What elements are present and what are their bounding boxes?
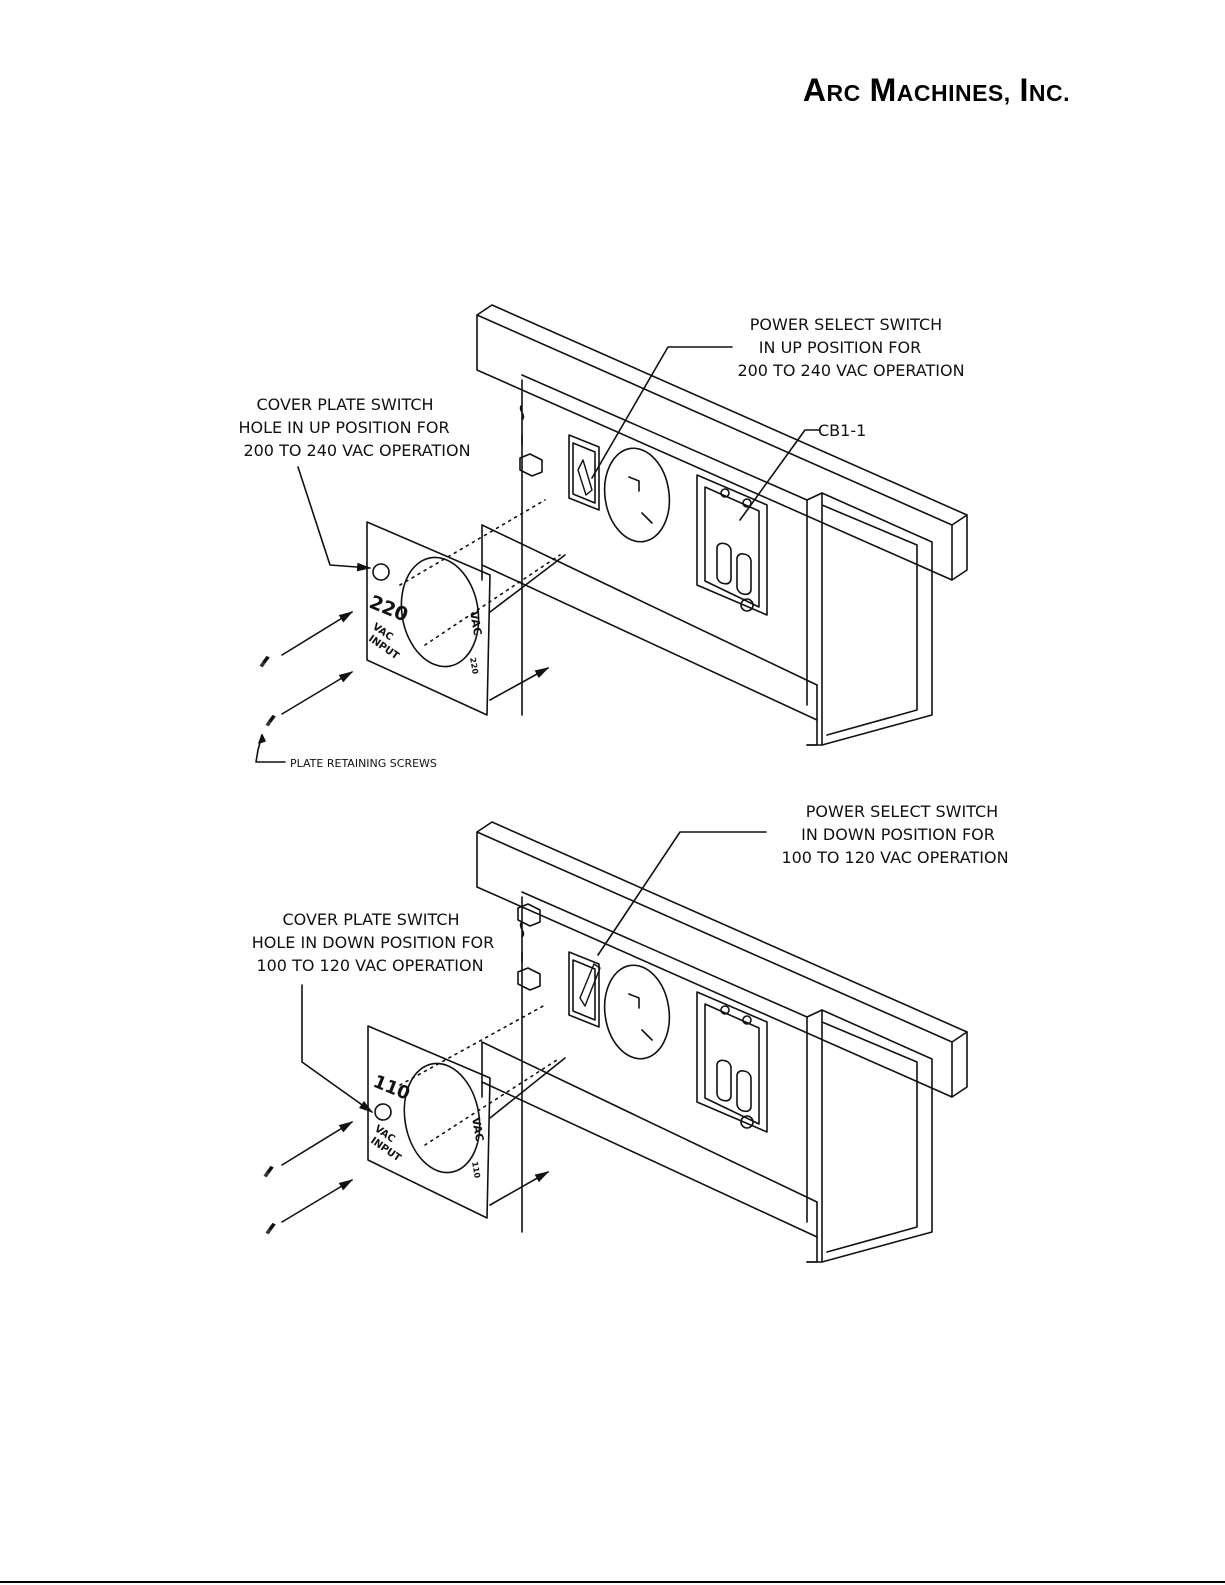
company-name: ARC MACHINES, INC. xyxy=(802,72,1070,108)
top-switch-label-1: POWER SELECT SWITCH xyxy=(750,315,942,334)
switch-leader-line-bottom xyxy=(597,831,767,956)
switch-lever-up xyxy=(577,459,593,496)
plate-switch-hole-down xyxy=(374,1103,392,1121)
screw-icon xyxy=(262,1221,280,1237)
bottom-switch-label-3: 100 TO 120 VAC OPERATION xyxy=(781,848,1008,867)
mounting-nut xyxy=(519,453,543,477)
page-bottom-rule xyxy=(0,1581,1225,1583)
screw-icon xyxy=(262,713,280,729)
company-header: ARC MACHINES, INC. xyxy=(803,72,1070,109)
bottom-plate-label-1: COVER PLATE SWITCH xyxy=(282,910,459,929)
bottom-switch-label-1: POWER SELECT SWITCH xyxy=(806,802,998,821)
bottom-plate-number: 110 xyxy=(370,1071,413,1105)
mounting-nut xyxy=(517,903,541,927)
screw-arrow xyxy=(281,671,354,715)
screw-icon xyxy=(260,1164,278,1180)
screw-arrow xyxy=(281,611,354,656)
top-switch-label-2: IN UP POSITION FOR xyxy=(759,338,921,357)
top-plate-vac: VAC xyxy=(467,610,484,636)
top-plate-label-1: COVER PLATE SWITCH xyxy=(256,395,433,414)
breaker-label: CB1-1 xyxy=(818,421,866,440)
bottom-switch-label-2: IN DOWN POSITION FOR xyxy=(801,825,995,844)
bottom-panel-assembly xyxy=(476,821,968,1263)
top-plate-small: 220 xyxy=(468,657,480,675)
top-plate-label-3: 200 TO 240 VAC OPERATION xyxy=(243,441,470,460)
plate-leader-line xyxy=(297,466,372,572)
bottom-plate-label-3: 100 TO 120 VAC OPERATION xyxy=(256,956,483,975)
bottom-plate-vac: VAC xyxy=(469,1116,486,1142)
top-plate-label-2: HOLE IN UP POSITION FOR xyxy=(238,418,449,437)
bottom-cover-plate xyxy=(367,1025,491,1219)
bottom-plate-label-2: HOLE IN DOWN POSITION FOR xyxy=(252,933,494,952)
screw-icon xyxy=(256,654,274,670)
top-switch-label-3: 200 TO 240 VAC OPERATION xyxy=(737,361,964,380)
breaker-leader-line xyxy=(739,429,821,521)
top-panel-assembly xyxy=(476,304,968,746)
plate-leader-line-bottom xyxy=(301,984,374,1113)
mounting-nut xyxy=(517,967,541,991)
switch-lever-down xyxy=(579,963,601,1007)
top-cover-plate xyxy=(366,521,491,716)
screws-label: PLATE RETAINING SCREWS xyxy=(290,757,437,770)
screw-arrow xyxy=(281,1179,354,1223)
switch-leader-line xyxy=(591,346,733,479)
plate-switch-hole-up xyxy=(372,563,390,581)
screw-arrow xyxy=(281,1121,354,1166)
bottom-plate-small: 110 xyxy=(470,1161,482,1179)
top-plate-number: 220 xyxy=(366,591,411,626)
